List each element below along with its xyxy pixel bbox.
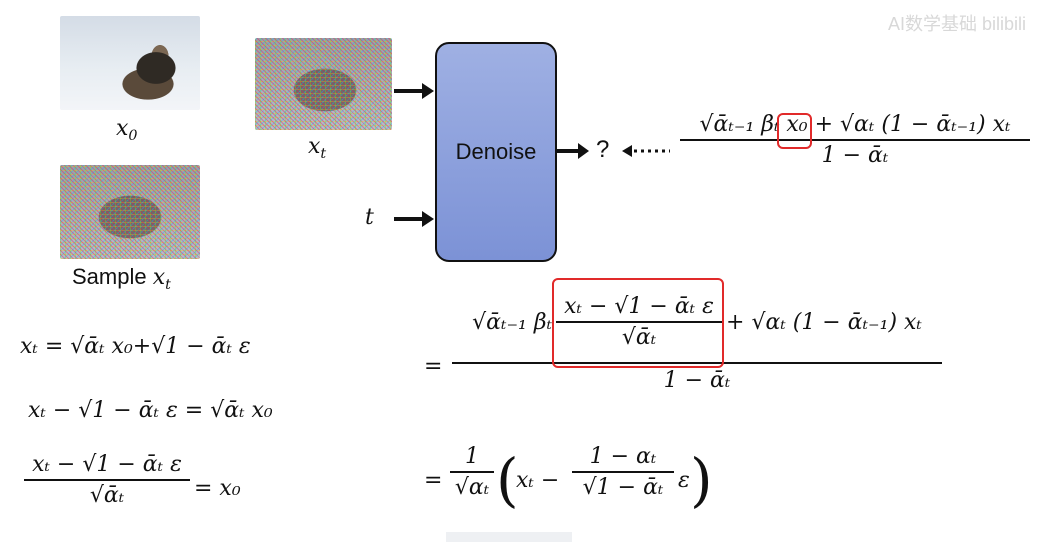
step2-num-left: √ᾱₜ₋₁ βₜ [472,309,553,335]
step2-inner-denominator: √ᾱₜ [621,325,657,350]
step3-frac-numerator: 1 − αₜ [589,444,657,469]
x0-label: x0 [116,116,138,144]
step3-equals: = [424,468,443,493]
target-numerator: √ᾱₜ₋₁ βₜ x₀ + √αₜ (1 − ᾱₜ₋₁) xₜ [699,112,1011,137]
sample-word: Sample [72,264,153,289]
target-fraction-line [680,139,1030,141]
output-arrow [556,143,589,159]
denoise-block: Denoise [435,42,557,262]
step3-coefficient: 1 √αₜ [450,444,494,500]
step2-inner-fraction: xₜ − √1 − ᾱₜ ε √ᾱₜ [556,294,723,350]
denoise-label: Denoise [455,139,537,164]
equation-rearranged: xₜ − √1 − ᾱₜ ε = √ᾱₜ x₀ [28,398,273,423]
step2-num-right: + √αₜ (1 − ᾱₜ₋₁) xₜ [726,309,922,335]
equation-forward: xₜ = √ᾱₜ x₀+√1 − ᾱₜ ε [20,334,251,359]
sample-x: x [152,265,166,290]
bottom-overlay-strip [446,532,572,542]
sample-noisy-image [60,165,200,259]
step3-frac-line [572,471,674,473]
step3-fraction: 1 − αₜ √1 − ᾱₜ [572,444,674,500]
target-fraction: √ᾱₜ₋₁ βₜ x₀ + √αₜ (1 − ᾱₜ₋₁) xₜ 1 − ᾱₜ [680,112,1030,168]
xt-label: xt [308,134,326,162]
dotted-arrow [622,145,670,157]
input-arrows [394,83,434,227]
eq3-numerator: xₜ − √1 − ᾱₜ ε [32,452,182,477]
sample-xt-label: Sample xt [72,264,171,293]
noisy-xt-image [255,38,392,130]
step2-main-line [452,362,942,364]
step2-inner-line [556,321,723,323]
t-input-label: t [365,205,374,230]
eq3-denominator: √ᾱₜ [89,483,125,508]
x0-symbol: x [116,116,129,141]
x0-subscript: 0 [128,128,138,144]
eq3-rhs: = x₀ [194,476,241,501]
step3-coef-denominator: √αₜ [454,475,490,500]
substitution-highlight-box [552,278,724,368]
x0-highlight-box [777,113,812,149]
question-mark: ? [596,136,610,163]
step3-close-paren: ) [690,446,713,514]
step2-denominator: 1 − ᾱₜ [663,368,731,393]
step2-fraction: √ᾱₜ₋₁ βₜ xₜ − √1 − ᾱₜ ε √ᾱₜ + √αₜ (1 − ᾱ… [452,282,942,393]
step2-inner-numerator: xₜ − √1 − ᾱₜ ε [564,294,714,319]
watermark: AI数学基础 bilibili [887,14,1026,34]
step3-coef-line [450,471,494,473]
eq3-line [24,479,190,481]
xt-symbol: x [308,134,321,159]
step3-epsilon: ε [678,468,690,493]
clean-cat-image [60,16,200,110]
step2-numerator: √ᾱₜ₋₁ βₜ xₜ − √1 − ᾱₜ ε √ᾱₜ + √αₜ (1 − ᾱ… [452,282,942,362]
xt-subscript: t [320,146,327,162]
target-denominator: 1 − ᾱₜ [821,143,889,168]
step3-xt-minus: xₜ − [516,468,560,493]
equation-x0-fraction: xₜ − √1 − ᾱₜ ε √ᾱₜ [24,452,190,508]
step2-equals: = [424,354,443,379]
step3-open-paren: ( [496,446,519,514]
step3-frac-denominator: √1 − ᾱₜ [582,475,664,500]
step3-coef-numerator: 1 [465,444,479,469]
sample-subscript: t [165,277,171,293]
